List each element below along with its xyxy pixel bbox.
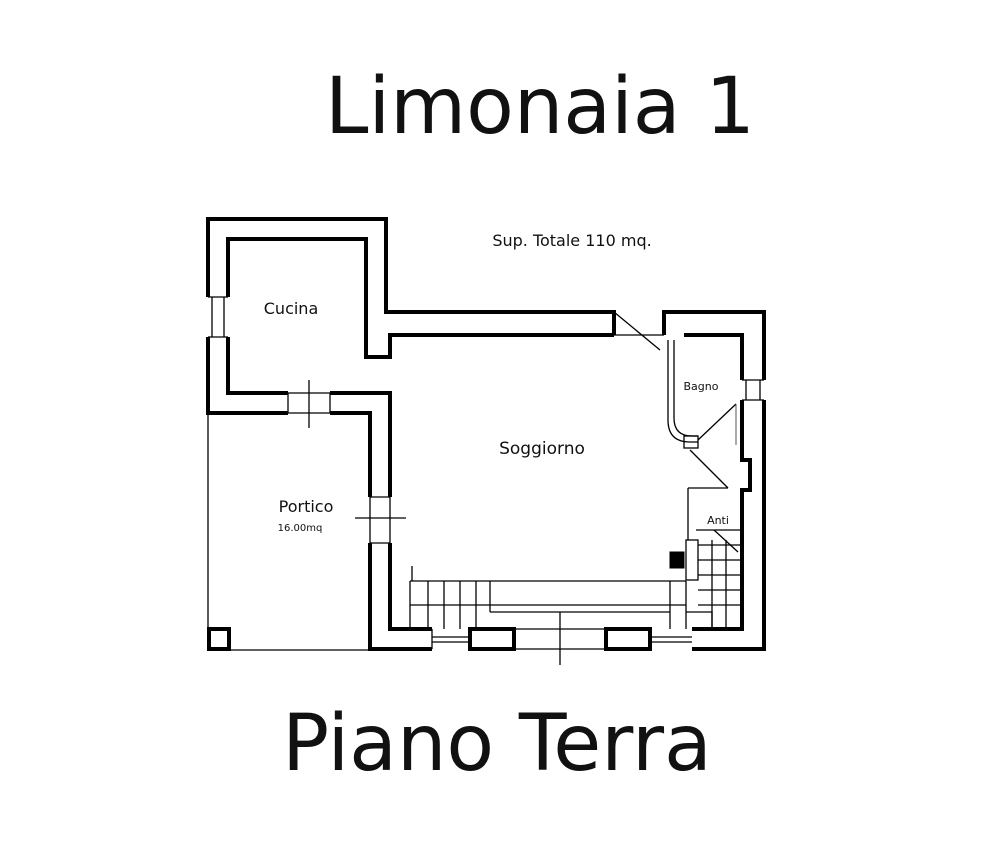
room-label-bagno: Bagno	[684, 380, 719, 393]
room-label-cucina: Cucina	[264, 299, 319, 318]
total-area-label: Sup. Totale 110 mq.	[492, 231, 651, 250]
plan-title: Limonaia 1	[325, 62, 755, 152]
room-label-soggiorno: Soggiorno	[499, 439, 585, 459]
staircase	[409, 539, 742, 629]
room-label-portico: Portico	[279, 497, 334, 516]
living-west-wall	[355, 496, 432, 651]
floor-label: Piano Terra	[282, 699, 712, 789]
portico-outline	[207, 413, 370, 651]
room-label-anti: Anti	[707, 514, 729, 527]
portico-area-label: 16.00mq	[278, 523, 323, 534]
south-wall	[431, 400, 766, 665]
kitchen-walls	[206, 217, 616, 497]
